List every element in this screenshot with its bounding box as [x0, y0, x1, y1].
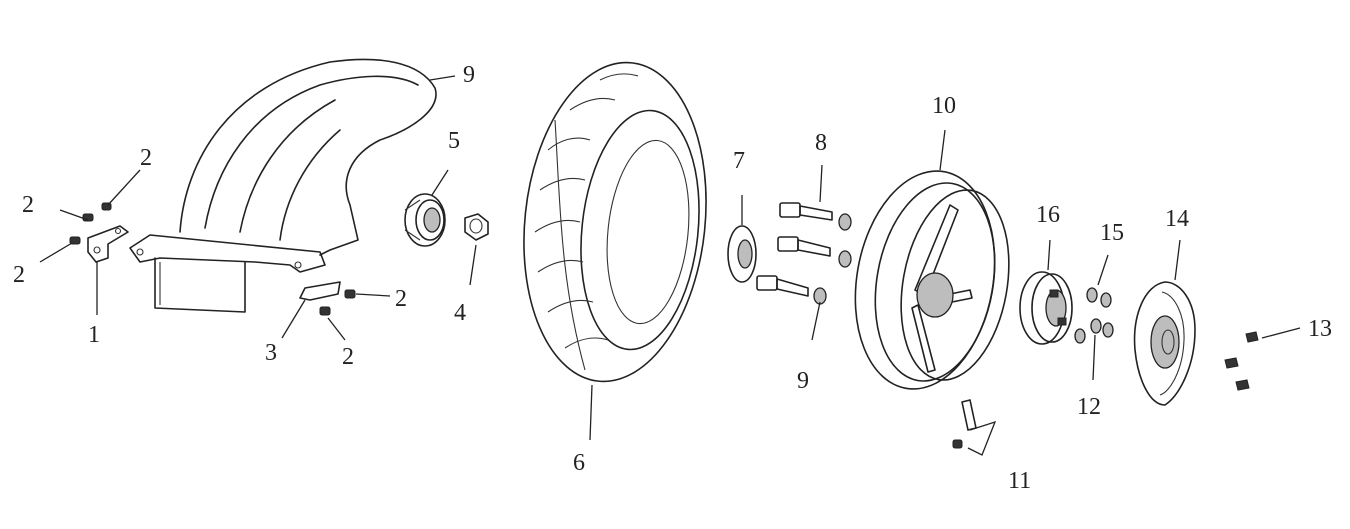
brake-hub — [1019, 271, 1073, 345]
callout-3: 3 — [265, 340, 277, 366]
small-bracket — [299, 281, 341, 301]
callout-11: 11 — [1008, 468, 1031, 494]
license-bracket — [87, 225, 129, 263]
callout-2-left-top: 2 — [22, 192, 34, 218]
callout-4: 4 — [454, 300, 466, 326]
callout-labels: 9 5 4 6 7 8 9 10 11 12 13 14 15 16 1 2 2… — [13, 62, 1332, 494]
callout-2-left-bottom: 2 — [13, 262, 25, 288]
callout-9-fender: 9 — [463, 62, 475, 88]
tire — [523, 61, 707, 383]
callout-1: 1 — [88, 322, 100, 348]
callout-2-upper: 2 — [140, 145, 152, 171]
callout-2-lower: 2 — [342, 344, 354, 370]
axle-bolts — [756, 202, 833, 297]
nuts-15-12 — [1074, 287, 1114, 344]
callout-5: 5 — [448, 128, 460, 154]
callout-13: 13 — [1308, 316, 1332, 342]
bolts-2 — [69, 202, 356, 316]
disc-screws — [1224, 331, 1259, 391]
callout-14: 14 — [1165, 206, 1189, 232]
brake-disc — [1133, 281, 1196, 406]
rear-fender — [129, 58, 437, 313]
axle-nut — [464, 213, 489, 241]
callout-16: 16 — [1036, 202, 1060, 228]
callout-10: 10 — [932, 93, 956, 119]
wheel-rim — [854, 170, 1010, 390]
callout-7: 7 — [733, 148, 745, 174]
nuts-9 — [813, 213, 852, 305]
spacer-ring — [404, 193, 446, 247]
callout-15: 15 — [1100, 220, 1124, 246]
valve-stem — [952, 399, 977, 449]
callout-8: 8 — [815, 130, 827, 156]
callout-9-nut: 9 — [797, 368, 809, 394]
hub-spacer — [727, 225, 757, 283]
callout-6: 6 — [573, 450, 585, 476]
leader-lines — [39, 75, 1301, 456]
callout-12: 12 — [1077, 394, 1101, 420]
callout-2-right: 2 — [395, 286, 407, 312]
